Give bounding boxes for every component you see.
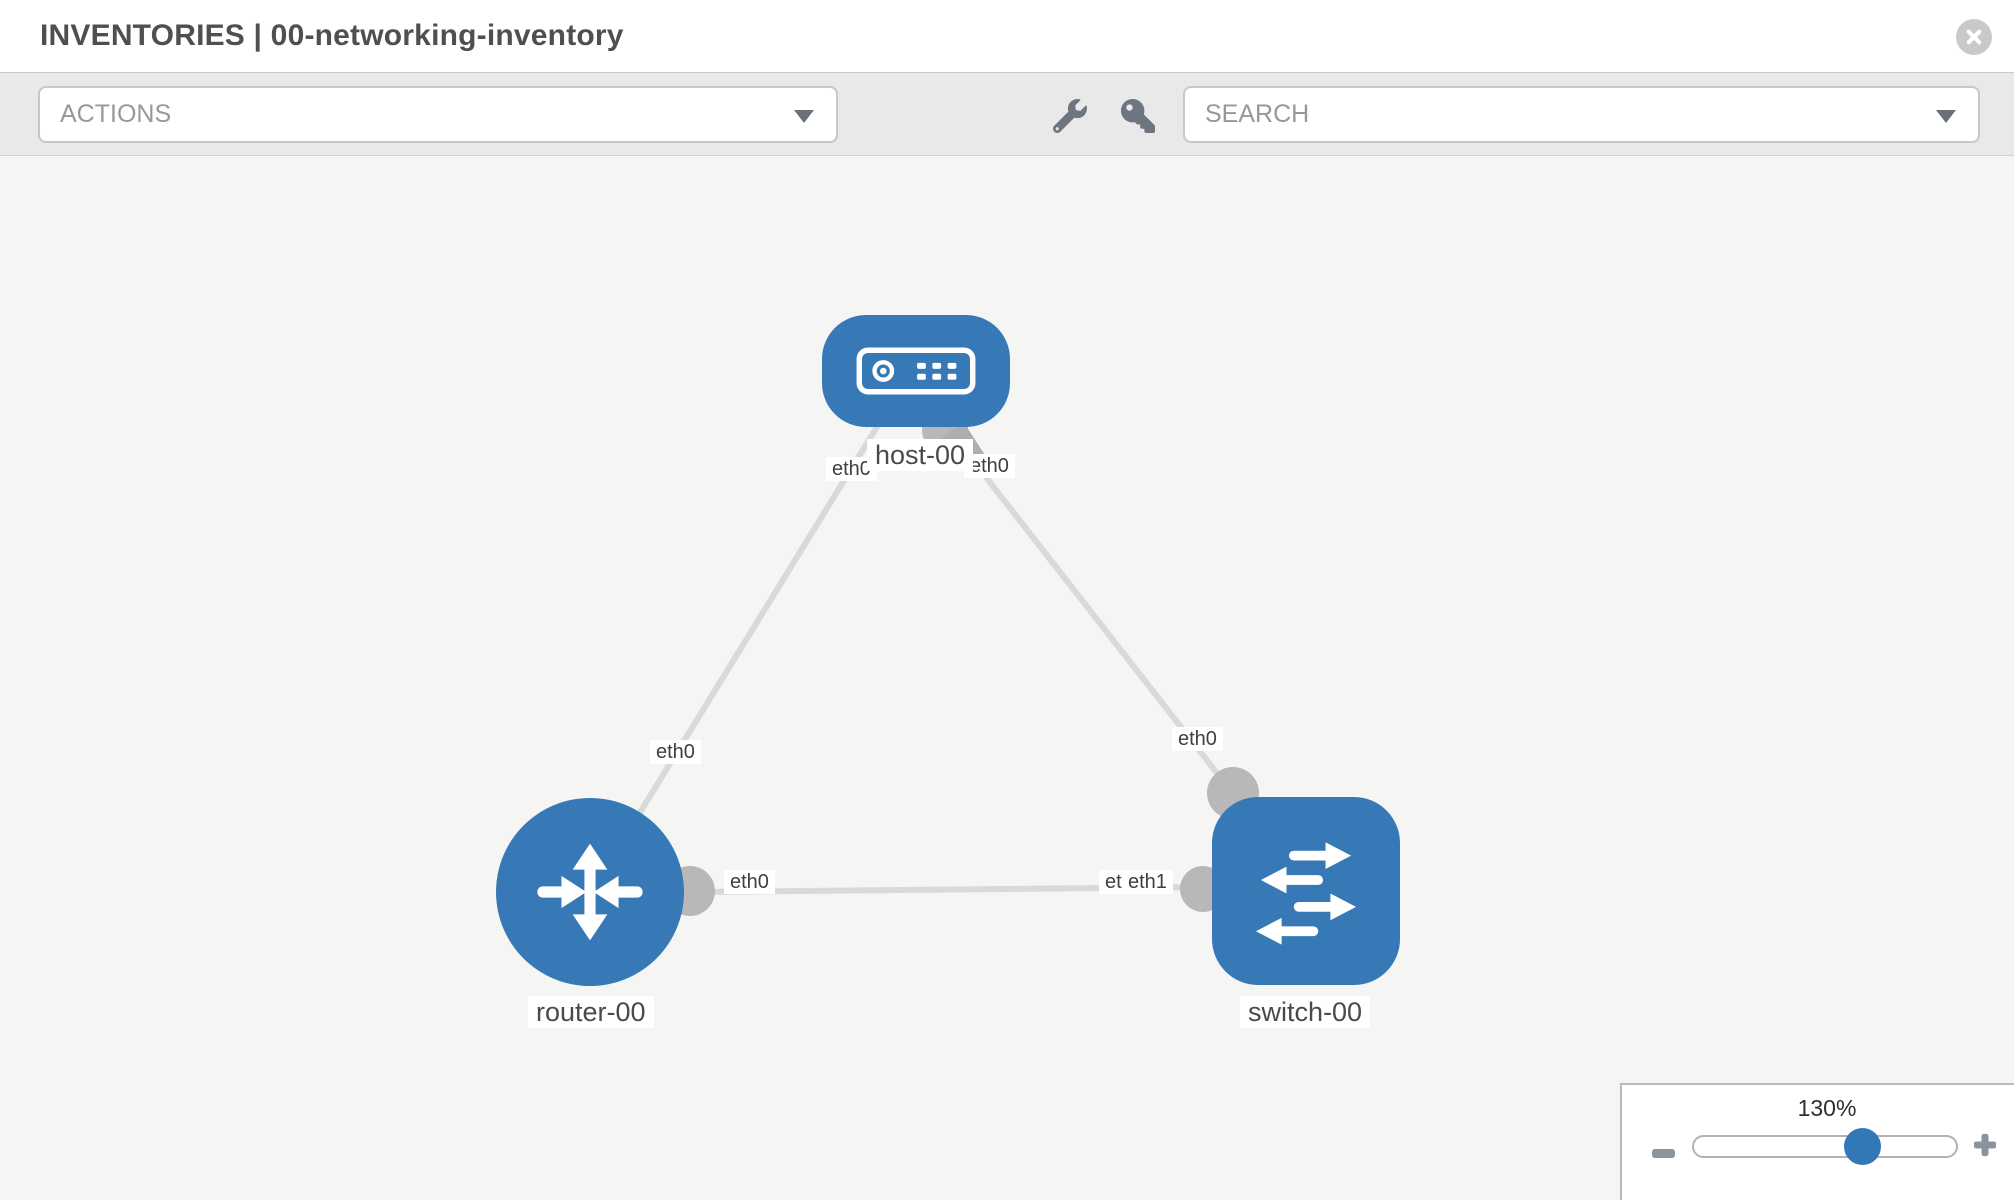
page-title: INVENTORIES | 00-networking-inventory xyxy=(40,19,624,52)
iface-label-switch-eth0-to-host: eth0 xyxy=(1172,727,1223,751)
iface-label-switch-eth1-to-router: eth1 xyxy=(1122,870,1173,894)
topology-canvas[interactable]: eth0 eth0 eth0 eth0 eth0 eth1 eth1 host-… xyxy=(0,156,2014,1200)
actions-dropdown-label: ACTIONS xyxy=(60,100,172,128)
iface-label-router-eth0-to-switch: eth0 xyxy=(724,870,775,894)
host-icon xyxy=(856,347,976,395)
zoom-slider-thumb[interactable] xyxy=(1844,1128,1881,1165)
zoom-slider-track[interactable] xyxy=(1692,1135,1958,1158)
node-label-host-00: host-00 xyxy=(867,439,974,471)
node-label-switch-00: switch-00 xyxy=(1240,996,1371,1028)
switch-icon xyxy=(1255,842,1357,945)
iface-label-router-eth0-to-host: eth0 xyxy=(650,740,701,764)
router-icon xyxy=(537,843,643,941)
credentials-key-button[interactable] xyxy=(1118,97,1158,137)
close-button[interactable] xyxy=(1956,19,1992,55)
link-host-router xyxy=(609,420,883,860)
search-dropdown[interactable]: SEARCH xyxy=(1183,86,1980,143)
node-host-00[interactable] xyxy=(822,315,1010,427)
zoom-level-value: 130% xyxy=(1797,1095,1857,1121)
topology-links-layer xyxy=(591,407,1259,916)
search-dropdown-label: SEARCH xyxy=(1205,100,1310,128)
chevron-down-icon xyxy=(794,109,814,123)
zoom-in-button[interactable] xyxy=(1970,1131,2000,1161)
close-icon xyxy=(1966,29,1982,45)
minus-icon xyxy=(1652,1148,1675,1158)
wrench-icon xyxy=(1052,98,1087,133)
zoom-control-panel: 130% xyxy=(1620,1083,2014,1200)
key-icon xyxy=(1121,98,1155,133)
node-label-router-00: router-00 xyxy=(528,996,654,1028)
plus-icon xyxy=(1973,1133,1997,1157)
configure-wrench-button[interactable] xyxy=(1050,97,1090,137)
node-switch-00[interactable] xyxy=(1212,797,1400,985)
node-router-00[interactable] xyxy=(496,798,684,986)
toolbar: ACTIONS SEARCH xyxy=(0,72,2014,156)
actions-dropdown[interactable]: ACTIONS xyxy=(38,86,838,143)
zoom-out-button[interactable] xyxy=(1652,1137,1676,1161)
chevron-down-icon xyxy=(1936,109,1956,123)
header: INVENTORIES | 00-networking-inventory xyxy=(0,0,2014,72)
